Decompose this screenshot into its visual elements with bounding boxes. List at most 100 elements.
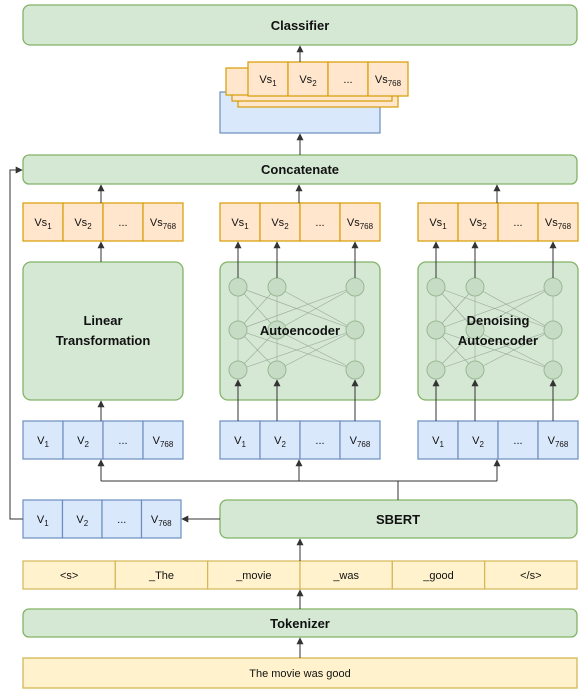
vector-cell-subscript: 768 bbox=[357, 440, 371, 449]
vector-cell-base: V bbox=[234, 435, 242, 447]
input-text-block: The movie was good bbox=[22, 657, 578, 689]
vector-cell-base: V bbox=[37, 514, 45, 526]
vector-cell-base: Vs bbox=[150, 217, 163, 229]
vector-cell-subscript: 1 bbox=[439, 440, 444, 449]
vector-cell-base: Vs bbox=[347, 217, 360, 229]
vector-cell-label: V2 bbox=[76, 514, 88, 528]
encoder-title: Denoising bbox=[467, 313, 530, 328]
network-edge bbox=[474, 286, 554, 331]
vector-cell-base: V bbox=[77, 435, 85, 447]
vector-cell-base: Vs bbox=[34, 217, 47, 229]
vector-cell-subscript: 2 bbox=[479, 440, 484, 449]
vector-cell bbox=[259, 202, 301, 242]
vector-cell-subscript: 768 bbox=[558, 222, 572, 231]
token-cell bbox=[207, 560, 301, 590]
neuron-node bbox=[543, 360, 563, 380]
neuron-node bbox=[465, 320, 485, 340]
vector-cell-label: Vs1 bbox=[259, 74, 277, 88]
vector-cell-subscript: 1 bbox=[442, 222, 447, 231]
neuron-node bbox=[465, 360, 485, 380]
vector-cell bbox=[142, 420, 184, 460]
token-label: _movie bbox=[235, 570, 271, 582]
vector-cell-label: V1 bbox=[432, 435, 444, 449]
neuron-node bbox=[426, 320, 446, 340]
vector-cell bbox=[417, 420, 459, 460]
vector-cell-label: V768 bbox=[350, 435, 371, 449]
encoder-title: Autoencoder bbox=[260, 323, 340, 338]
vector-cell-subscript: 768 bbox=[158, 519, 172, 528]
vector-cell-base: ... bbox=[513, 435, 522, 447]
neuron-node bbox=[465, 277, 485, 297]
sbert-block: SBERT bbox=[219, 499, 578, 539]
vector-cell-label: Vs1 bbox=[231, 217, 249, 231]
neural-network bbox=[228, 277, 365, 380]
network-edge bbox=[474, 329, 554, 371]
vector-cell bbox=[339, 420, 381, 460]
vector-cell-label: ... bbox=[343, 74, 352, 86]
vector-cell-subscript: 1 bbox=[272, 79, 277, 88]
vector-cell-base: V bbox=[350, 435, 358, 447]
vector-cell-label: V2 bbox=[472, 435, 484, 449]
tokenizer-block: Tokenizer bbox=[22, 608, 578, 638]
vector-cell-base: ... bbox=[315, 435, 324, 447]
vector-cell bbox=[140, 499, 182, 539]
vector-cell-subscript: 768 bbox=[160, 440, 174, 449]
encoder-title: Linear bbox=[83, 313, 122, 328]
vector-cell-label: Vs2 bbox=[271, 217, 289, 231]
vector-cell-label: Vs768 bbox=[347, 217, 374, 231]
vector-cell-subscript: 2 bbox=[87, 222, 92, 231]
network-edge bbox=[435, 286, 476, 331]
encoder-box bbox=[219, 261, 381, 401]
vector-cell-label: ... bbox=[513, 217, 522, 229]
vector-cell-label: V768 bbox=[153, 435, 174, 449]
neuron-node bbox=[426, 360, 446, 380]
vector-cell bbox=[22, 420, 64, 460]
vector-cell-base: ... bbox=[118, 217, 127, 229]
network-edge bbox=[276, 329, 356, 371]
vector-cell-base: Vs bbox=[74, 217, 87, 229]
vector-cell-base: Vs bbox=[259, 74, 272, 86]
vector-cell bbox=[497, 420, 539, 460]
encoder-title: Autoencoder bbox=[458, 333, 538, 348]
vector-cell-label: ... bbox=[513, 435, 522, 447]
vector-cell-label: V768 bbox=[548, 435, 569, 449]
vector-cell-base: Vs bbox=[271, 217, 284, 229]
vector-cell bbox=[61, 499, 103, 539]
vector-cell-label: ... bbox=[118, 435, 127, 447]
token-label: </s> bbox=[520, 570, 541, 582]
token-row: <s>_The_movie_was_good</s> bbox=[22, 560, 578, 590]
vector-cell bbox=[247, 61, 289, 97]
encoder-box bbox=[22, 261, 184, 401]
network-edge bbox=[276, 286, 356, 331]
neuron-node bbox=[228, 360, 248, 380]
vector-cell-label: V1 bbox=[37, 435, 49, 449]
vector-cell-subscript: 1 bbox=[44, 440, 49, 449]
vector-cell-subscript: 2 bbox=[312, 79, 317, 88]
connector-arrows bbox=[9, 45, 557, 658]
vector-cell-base: V bbox=[432, 435, 440, 447]
vector-cell-base: Vs bbox=[545, 217, 558, 229]
neuron-node bbox=[543, 277, 563, 297]
neuron-node bbox=[426, 277, 446, 297]
vector-cell-subscript: 768 bbox=[555, 440, 569, 449]
vector-cell-base: Vs bbox=[231, 217, 244, 229]
token-cell bbox=[22, 560, 116, 590]
neuron-node bbox=[228, 320, 248, 340]
network-edge bbox=[435, 286, 554, 331]
neural-network bbox=[426, 277, 563, 380]
token-label: _was bbox=[332, 570, 359, 582]
input-text-box bbox=[22, 657, 578, 689]
vector-cell-subscript: 768 bbox=[360, 222, 374, 231]
vector-cell-label: Vs2 bbox=[299, 74, 317, 88]
vector-cell-subscript: 2 bbox=[281, 440, 286, 449]
vector-cell-label: V768 bbox=[151, 514, 172, 528]
